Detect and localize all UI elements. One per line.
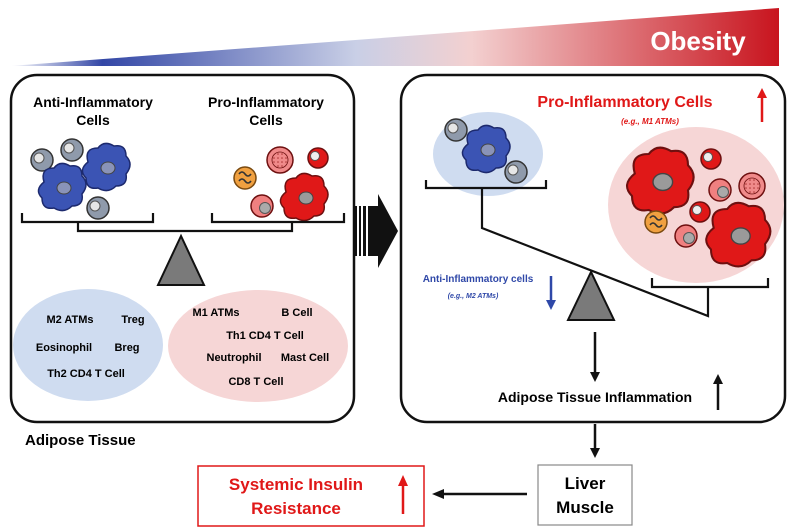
anti-cell-list-bg [13,289,163,401]
pro-mast-cell [738,172,766,200]
pro-macrophage [625,146,695,215]
pro-inflammatory-title: Pro-Inflammatory Cells [537,94,712,111]
pro-title-line1: Pro-Inflammatory [208,94,324,110]
pro-cell-pink [674,224,698,248]
anti-macrophage [81,142,131,192]
up-arrow-icon [398,475,408,514]
anti-cell-grey [444,118,468,142]
pro-cell-name: Th1 CD4 T Cell [226,330,304,342]
obesity-banner: Obesity [10,8,779,66]
pro-inflammatory-example: (e.g., M1 ATMs) [621,117,679,126]
anti-macrophage [37,162,87,212]
pro-title-line2: Cells [249,112,283,128]
obesity-gradient-wedge [10,8,779,66]
adipose-tissue-caption: Adipose Tissue [25,432,136,449]
liver-muscle-box [537,464,633,526]
down-arrow-icon [590,424,600,458]
obesity-label: Obesity [650,26,746,56]
liver-label: Liver [565,474,606,493]
pro-macrophage [279,172,329,222]
pro-cell-red [700,148,722,170]
pro-cell-name: CD8 T Cell [228,376,283,388]
anti-title-line2: Cells [76,112,110,128]
anti-title-line1: Anti-Inflammatory [33,94,153,110]
anti-cell-grey [86,196,110,220]
anti-cell-name: Breg [114,342,139,354]
anti-cell-name: Treg [121,314,144,326]
anti-macrophage [461,124,511,174]
anti-cell-name: Eosinophil [36,342,92,354]
pro-cell-name: M1 ATMs [192,307,239,319]
left-balance-scale [20,213,346,286]
pro-cell-pink [708,178,732,202]
pro-cell-name: B Cell [281,307,312,319]
pro-cell-list-bg [168,290,348,402]
systemic-insulin-label: Systemic Insulin [229,475,363,494]
adipose-inflammation-label: Adipose Tissue Inflammation [498,389,692,405]
up-arrow-icon [757,88,767,122]
muscle-label: Muscle [556,498,614,517]
pro-macrophage [705,201,772,268]
anti-cell-name: M2 ATMs [46,314,93,326]
down-arrow-icon [590,332,600,382]
right-balance-scale [424,180,770,321]
anti-cell-name: Th2 CD4 T Cell [47,368,125,380]
pro-neutrophil [233,166,257,190]
systemic-insulin-resistance-box [197,465,425,527]
pro-cell-name: Mast Cell [281,352,329,364]
pro-mast-cell [266,146,294,174]
anti-inflammatory-title: Anti-Inflammatory cells [423,274,534,285]
anti-cell-grey [504,160,528,184]
pro-cell-name: Neutrophil [207,352,262,364]
left-panel: Anti-Inflammatory Cells Pro-Inflammatory… [9,73,356,424]
pro-cell-red [307,147,329,169]
left-arrow-icon [432,489,527,499]
right-panel: Pro-Inflammatory Cells (e.g., M1 ATMs) A… [399,73,787,424]
pro-cell-pink [250,194,274,218]
resistance-label: Resistance [251,499,341,518]
pro-neutrophil [644,210,668,234]
pro-cell-red [689,201,711,223]
down-arrow-icon [546,276,556,310]
up-arrow-icon [713,374,723,410]
right-arrow-icon [355,194,398,268]
anti-cell-grey [60,138,84,162]
anti-inflammatory-example: (e.g., M2 ATMs) [448,293,499,300]
